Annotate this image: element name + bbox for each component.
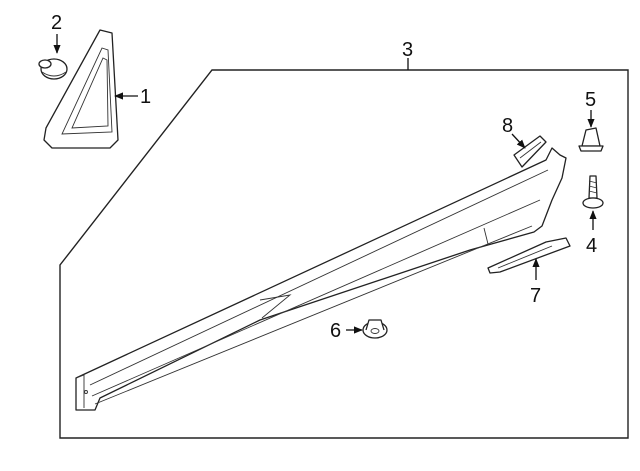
callout-5: 5 [585, 89, 596, 111]
grommet-clip-part [38, 58, 68, 80]
callout-6: 6 [330, 320, 341, 342]
rocker-moulding-part [75, 147, 567, 411]
screw-part [582, 175, 604, 209]
assembly-boundary [59, 69, 629, 439]
retainer-clip-part [578, 127, 604, 152]
callout-3: 3 [402, 39, 413, 61]
leader-lines [53, 34, 597, 334]
nut-part [362, 319, 388, 339]
callout-4: 4 [586, 235, 597, 257]
trim-piece-part [513, 135, 547, 168]
leader-8 [511, 133, 526, 149]
callout-8: 8 [502, 115, 513, 137]
callout-7: 7 [530, 285, 541, 307]
garnish-triangle-part [43, 29, 119, 149]
callout-1: 1 [140, 86, 151, 108]
callout-2: 2 [51, 12, 62, 34]
splash-guard-part [487, 237, 571, 274]
